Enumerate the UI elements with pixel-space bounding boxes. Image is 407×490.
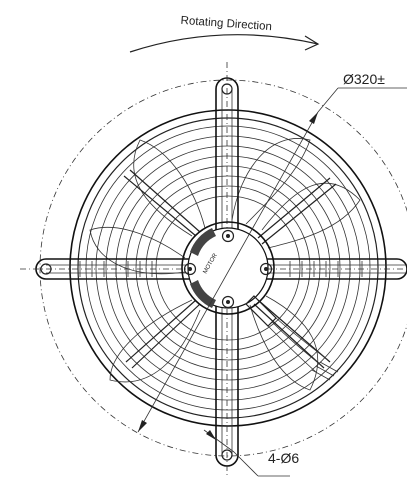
diameter-label: Ø320±	[343, 71, 385, 87]
diameter-dimension	[137, 87, 407, 433]
guard-struts	[123, 169, 337, 369]
hub-screw-icons	[183, 229, 273, 309]
fan-blades	[89, 138, 361, 391]
holes-label: 4-Ø6	[268, 450, 299, 466]
guard-rings	[69, 109, 387, 427]
hole-dimension	[203, 429, 290, 477]
rotating-direction-arrow	[129, 34, 320, 53]
motor-hub: MOTOR	[181, 221, 275, 315]
rotating-direction-label: Rotating Direction	[180, 15, 272, 33]
outer-diameter-circle	[39, 79, 407, 457]
cable-gland	[245, 295, 339, 381]
